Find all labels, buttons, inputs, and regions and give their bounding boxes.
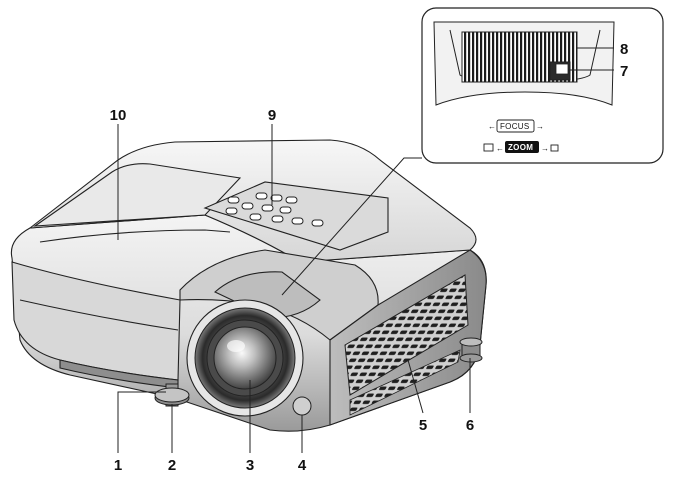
keypad-button[interactable] (311, 219, 324, 227)
zoom-left-arrow: ← (496, 144, 504, 153)
callout-1: 1 (114, 457, 122, 474)
keypad-button[interactable] (249, 213, 262, 221)
callout-7: 7 (620, 63, 628, 80)
callout-9: 9 (268, 107, 276, 124)
vent-grille (344, 274, 469, 396)
callout-6: 6 (466, 417, 474, 434)
focus-right-arrow: → (536, 122, 544, 131)
callout-10: 10 (110, 107, 127, 124)
keypad-button[interactable] (241, 202, 254, 210)
keypad-button[interactable] (270, 194, 283, 202)
callout-4: 4 (298, 457, 307, 474)
small-screen-icon (483, 143, 494, 152)
projector-body (10, 139, 487, 432)
keypad-button[interactable] (291, 217, 304, 225)
projection-lens (186, 299, 304, 417)
callout-3: 3 (246, 457, 254, 474)
control-keypad (225, 192, 324, 227)
rear-adjust-foot[interactable] (459, 337, 483, 363)
leader-lines (117, 47, 614, 453)
callout-8: 8 (620, 41, 628, 58)
focus-label: FOCUS (500, 122, 530, 131)
ir-receiver (292, 396, 312, 416)
focus-left-arrow: ← (488, 122, 496, 131)
keypad-button[interactable] (255, 192, 268, 200)
focus-zoom-inset: ← FOCUS → ← ZOOM → (421, 7, 664, 164)
keypad-button[interactable] (285, 196, 298, 204)
zoom-label: ZOOM (508, 143, 533, 152)
keypad-button[interactable] (261, 204, 274, 212)
large-screen-icon (550, 144, 559, 152)
callout-labels: 1 2 3 4 5 6 7 8 9 10 (110, 41, 629, 474)
keypad-button[interactable] (227, 196, 240, 204)
zoom-right-arrow: → (541, 144, 549, 153)
keypad-button[interactable] (279, 206, 292, 214)
keypad-button[interactable] (225, 207, 238, 215)
zoom-lever[interactable] (549, 61, 571, 81)
elevator-adjust-knob[interactable] (154, 387, 190, 406)
callout-2: 2 (168, 457, 176, 474)
keypad-button[interactable] (271, 215, 284, 223)
callout-5: 5 (419, 417, 427, 434)
